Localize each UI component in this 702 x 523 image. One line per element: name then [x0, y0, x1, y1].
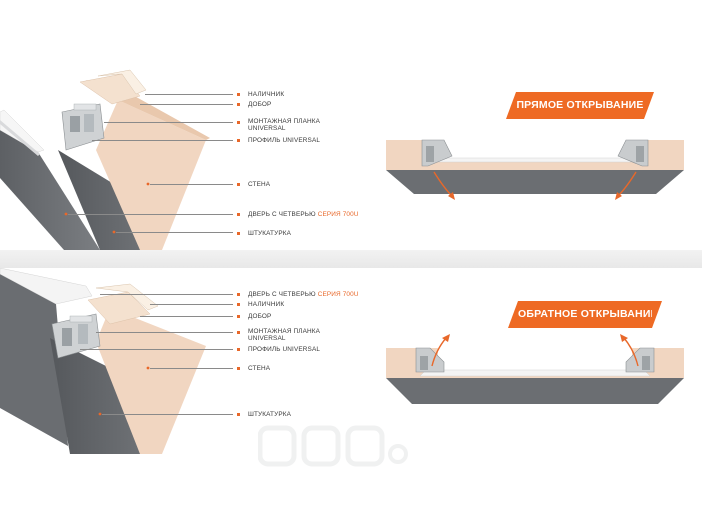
plan-frame-right-slot: [642, 356, 650, 370]
leader-line: [100, 294, 233, 295]
label-extension: ДОБОР: [248, 313, 272, 320]
plan-door: [435, 157, 639, 163]
anchor-plaster: [98, 412, 102, 416]
label-architrave: НАЛИЧНИК: [248, 301, 285, 308]
label-marker: [237, 213, 240, 216]
label-profile: ПРОФИЛЬ UNIVERSAL: [248, 346, 321, 353]
profile-slot-1: [62, 328, 72, 346]
leader-line: [140, 316, 233, 317]
plan-door: [419, 369, 651, 377]
leader-line: [145, 94, 233, 95]
wall-front: [96, 308, 206, 454]
universal-profile: [61, 103, 105, 151]
leader-line: [92, 140, 233, 141]
plan-frame-left-slot: [420, 356, 428, 370]
panel-divider: [0, 250, 702, 268]
mounting-strip: [73, 103, 97, 111]
profile-slot-2: [84, 114, 94, 132]
profile-slot-1: [70, 116, 80, 132]
label-marker: [237, 139, 240, 142]
arrowhead: [615, 192, 622, 200]
leader-line: [68, 214, 233, 215]
label-door: ДВЕРЬ С ЧЕТВЕРЬЮ СЕРИЯ 700U: [248, 211, 359, 218]
label-marker: [237, 103, 240, 106]
leader-line: [96, 332, 233, 333]
label-marker: [237, 315, 240, 318]
door-edge: [0, 109, 45, 153]
leader-line: [150, 304, 233, 305]
swing-arrow-left-icon: [431, 337, 447, 367]
arrowhead: [620, 334, 628, 342]
label-marker: [237, 348, 240, 351]
label-plaster: ШТУКАТУРКА: [248, 230, 292, 237]
top-3d-illustration: [0, 69, 210, 250]
label-marker: [237, 183, 240, 186]
label-profile: ПРОФИЛЬ UNIVERSAL: [248, 137, 321, 144]
label-architrave: НАЛИЧНИК: [248, 91, 285, 98]
leader-line: [116, 232, 233, 233]
leader-line: [80, 349, 233, 350]
label-door: ДВЕРЬ С ЧЕТВЕРЬЮ СЕРИЯ 700U: [248, 291, 359, 298]
plan-wall: [386, 140, 684, 170]
label-plaster: ШТУКАТУРКА: [248, 411, 292, 418]
label-marker: [237, 367, 240, 370]
anchor-plaster: [112, 230, 116, 234]
anchor-door: [64, 212, 68, 216]
door-leaf: [0, 130, 100, 250]
leader-line: [140, 104, 233, 105]
opening-type-badge: ПРЯМОЕ ОТКРЫВАНИЕ: [506, 92, 654, 119]
architrave: [95, 283, 159, 311]
leader-line: [102, 414, 233, 415]
label-wall: СТЕНА: [248, 365, 271, 372]
door-leaf: [0, 274, 68, 446]
label-marker: [237, 303, 240, 306]
opening-type-badge: ОБРАТНОЕ ОТКРЫВАНИЕ: [508, 301, 662, 328]
label-marker: [237, 331, 240, 334]
arrowhead: [448, 192, 455, 200]
architrave: [97, 69, 147, 95]
bottom-3d-illustration: [0, 268, 206, 454]
leader-line: [150, 368, 233, 369]
plan-frame-right-slot: [636, 146, 644, 162]
label-marker: [237, 93, 240, 96]
label-marker: [237, 232, 240, 235]
mounting-strip: [69, 315, 93, 323]
top-plan-view: [386, 139, 684, 200]
plan-plaster: [386, 378, 684, 404]
extension-board: [79, 73, 141, 105]
label-wall: СТЕНА: [248, 181, 271, 188]
wall-front: [96, 100, 206, 250]
profile-slot-2: [78, 324, 88, 344]
label-extension: ДОБОР: [248, 101, 272, 108]
anchor-wall: [146, 182, 150, 186]
arrowhead: [442, 334, 450, 342]
plan-frame-left-slot: [426, 146, 434, 162]
bottom-plan-view: [386, 334, 684, 404]
leader-line: [150, 184, 233, 185]
swing-arrow-right-icon: [623, 337, 639, 367]
anchor-wall: [146, 366, 150, 370]
leader-line: [104, 122, 233, 123]
door-glass-edge: [0, 120, 40, 156]
label-marker: [237, 413, 240, 416]
label-marker: [237, 121, 240, 124]
label-marker: [237, 293, 240, 296]
watermark-logo: [258, 425, 408, 467]
plan-plaster: [386, 170, 684, 194]
door-edge: [0, 268, 93, 305]
